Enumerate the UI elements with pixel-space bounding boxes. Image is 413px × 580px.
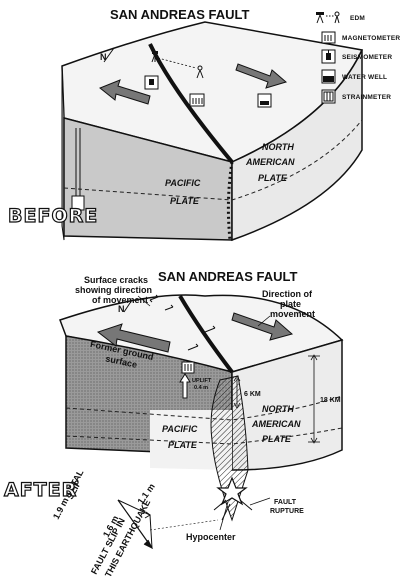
- before-edm-icon: [151, 51, 159, 63]
- legend-item-seismometer: SEISMOMETER: [321, 49, 392, 64]
- after-cracks-leader: [137, 295, 151, 307]
- after-direction-leader: [257, 315, 271, 327]
- legend-label: WATER WELL: [342, 74, 387, 81]
- legend-label: MAGNETOMETER: [342, 35, 400, 42]
- after-surface-cracks-label: Surface cracks showing direction of move…: [75, 275, 152, 305]
- seismometer-icon: [321, 49, 336, 64]
- before-pacific-label: PACIFIC: [165, 178, 201, 188]
- water-well-icon: [321, 69, 336, 84]
- after-title: SAN ANDREAS FAULT: [158, 269, 297, 284]
- after-arrow-pacific: [96, 323, 171, 353]
- after-slip-leader: [149, 519, 219, 531]
- legend-label: SEISMOMETER: [342, 54, 392, 61]
- before-na-label-3: PLATE: [258, 173, 288, 183]
- after-crack-marks: [149, 294, 216, 351]
- after-pacific-label-2: PLATE: [168, 440, 198, 450]
- after-na-label: NORTH: [262, 404, 294, 414]
- before-magnetometer-icon: [189, 93, 205, 107]
- svg-text:movement: movement: [270, 309, 315, 319]
- svg-text:Surface cracks: Surface cracks: [84, 275, 148, 285]
- after-rupture-label: FAULT: [274, 499, 297, 506]
- legend-item-water-well: WATER WELL: [321, 69, 387, 84]
- svg-text:showing direction: showing direction: [75, 285, 152, 295]
- legend-label: EDM: [350, 15, 365, 22]
- svg-text:Direction of: Direction of: [262, 289, 313, 299]
- legend-item-magnetometer: MAGNETOMETER: [321, 31, 400, 44]
- before-strata-line: [63, 119, 363, 201]
- before-block: SAN ANDREAS FAULT N: [7, 7, 364, 242]
- after-rupture-leader: [249, 497, 271, 506]
- legend-item-edm: EDM: [316, 11, 365, 24]
- after-uplift-value: 0.4 m: [194, 385, 208, 391]
- after-compass-arrow: [123, 299, 133, 313]
- after-uplift-marker: UPLIFT 0.4 m: [179, 373, 212, 399]
- svg-text:plate: plate: [280, 299, 301, 309]
- after-block: SAN ANDREAS FAULT N: [3, 269, 344, 579]
- after-depth-6-label: 6 KM: [244, 391, 261, 398]
- before-na-label: NORTH: [262, 142, 294, 152]
- after-depth-6: 6 KM: [233, 375, 261, 409]
- before-pacific-label-2: PLATE: [170, 196, 200, 206]
- after-hypocenter-leader: [219, 501, 229, 531]
- legend-item-strainmeter: STRAINMETER: [321, 89, 391, 104]
- after-uplift-label: UPLIFT: [192, 378, 212, 384]
- before-water-well-icon: [257, 93, 272, 108]
- before-arrow-pacific: [99, 79, 151, 105]
- before-edm-sightline: [157, 57, 197, 69]
- before-arrow-american: [235, 63, 288, 89]
- legend: EDM MAGNETOMETER SEISMOMETER WATER WELL: [316, 11, 400, 104]
- before-compass-arrow: [103, 47, 115, 63]
- before-na-label-2: AMERICAN: [245, 157, 295, 167]
- after-slip-vector: [117, 499, 154, 550]
- before-borehole: [71, 128, 85, 211]
- before-compass-label: N: [100, 52, 107, 62]
- after-stamp: AFTER: [4, 479, 77, 501]
- svg-text:of movement: of movement: [92, 295, 148, 305]
- before-stamp: BEFORE: [8, 205, 98, 227]
- after-na-label-2: AMERICAN: [251, 419, 301, 429]
- after-na-label-3: PLATE: [262, 434, 292, 444]
- after-direction-label: Direction of plate movement: [262, 289, 315, 319]
- after-fault-surface: [178, 294, 234, 374]
- before-title: SAN ANDREAS FAULT: [110, 7, 249, 22]
- magnetometer-icon: [321, 31, 336, 44]
- after-compass-label: N: [118, 304, 125, 314]
- hypocenter-star-icon: [216, 476, 248, 506]
- edm-icon: [316, 11, 340, 24]
- before-fault-front: [226, 161, 234, 241]
- after-depth-18: 18 KM: [308, 354, 341, 444]
- before-seismometer-icon: [144, 75, 159, 90]
- after-hypocenter-label: Hypocenter: [186, 532, 236, 542]
- legend-label: STRAINMETER: [342, 94, 391, 101]
- after-pacific-label: PACIFIC: [162, 424, 198, 434]
- strainmeter-icon: [321, 89, 336, 104]
- after-depth-18-label: 18 KM: [320, 397, 341, 404]
- after-arrow-american: [231, 312, 294, 341]
- after-strainmeter-icon: [181, 361, 195, 374]
- after-rupture-label-2: RUPTURE: [270, 508, 304, 515]
- before-edm-icon-2: [196, 65, 204, 79]
